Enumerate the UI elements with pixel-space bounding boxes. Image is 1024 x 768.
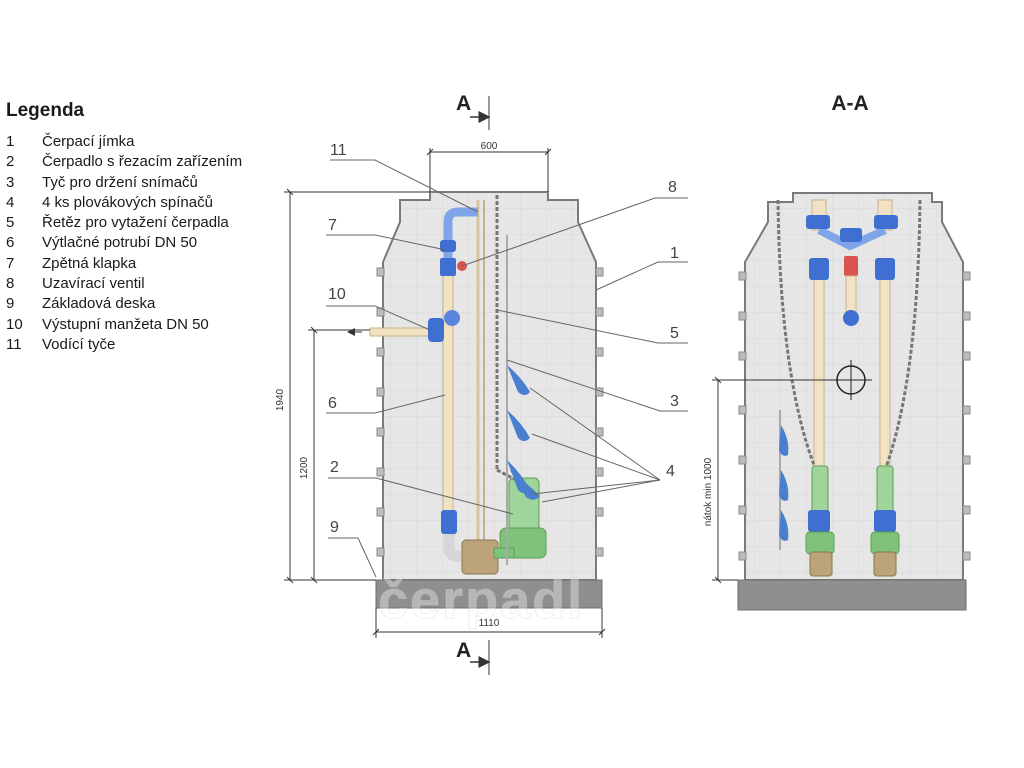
legend-item-label: Řetěz pro vytažení čerpadla	[42, 214, 229, 232]
sump-tank-section	[744, 192, 964, 581]
legend-item-number: 7	[6, 254, 15, 272]
float-switch	[507, 410, 530, 441]
tank-ribs	[376, 267, 604, 557]
section-aa-view: A-A	[703, 92, 971, 611]
callout-6: 6	[328, 395, 337, 412]
legend-list: 1 Čerpací jímka 2 Čerpadlo s řezacím zaříze…	[6, 132, 296, 355]
legend: Legenda 1 Čerpací jímka 2 Čerpadlo s řezací…	[6, 100, 296, 355]
pipe-coupling	[440, 240, 456, 252]
dim-inlet-height: nátok min 1000	[703, 457, 714, 526]
central-valve	[844, 256, 858, 276]
legend-item: 6 Výtlačné potrubí DN 50	[6, 233, 296, 253]
float-switch	[507, 365, 530, 395]
discharge-pipe	[442, 261, 454, 525]
central-gauge	[843, 310, 859, 326]
legend-item: 2 Čerpadlo s řezacím zařízením	[6, 152, 296, 172]
tank-ribs-section	[738, 271, 971, 561]
watermark: čerpadl	[378, 570, 584, 630]
legend-item-label: Čerpadlo s řezacím zařízením	[42, 153, 243, 171]
callout-7: 7	[328, 217, 337, 234]
legend-item-number: 1	[6, 133, 15, 150]
sump-tank	[382, 191, 597, 581]
pipe-elbow-bottom	[443, 534, 485, 562]
legend-item-number: 5	[6, 214, 15, 232]
legend-item-label: Základová deska	[42, 295, 156, 313]
base-plate	[375, 579, 603, 609]
legend-item-number: 10	[6, 315, 23, 333]
legend-item-number: 4	[6, 193, 15, 211]
float-switch	[779, 425, 789, 456]
pump-foot	[461, 539, 499, 575]
legend-item: 8 Uzavírací ventil	[6, 274, 296, 294]
legend-item: 1 Čerpací jímka	[6, 132, 296, 152]
cut-mark-top: A	[456, 92, 471, 115]
section-title: A-A	[831, 92, 868, 115]
coupling-left	[809, 258, 829, 280]
side-section-view: A A 600 1940 1200 1110	[275, 92, 688, 675]
callout-8: 8	[668, 179, 677, 196]
check-valve	[440, 258, 456, 276]
legend-title: Legenda	[6, 100, 85, 121]
legend-item-number: 9	[6, 295, 15, 313]
legend-item-label: Čerpací jímka	[42, 133, 135, 150]
legend-item-label: Výtlačné potrubí DN 50	[42, 234, 198, 252]
pipe-bend-top	[443, 207, 478, 262]
callout-10: 10	[328, 286, 346, 303]
legend-item-number: 8	[6, 275, 15, 293]
legend-item: 5 Řetěz pro vytažení čerpadla	[6, 213, 296, 233]
legend-item: 9 Základová deska	[6, 294, 296, 314]
legend-item-label: 4 ks plovákových spínačů	[42, 193, 213, 211]
legend-item: 10 Výstupní manžeta DN 50	[6, 315, 296, 335]
legend-item-label: Tyč pro držení snímačů	[42, 173, 198, 191]
outlet-pipe	[369, 327, 433, 337]
legend-item-number: 11	[6, 335, 22, 353]
tee-left	[806, 215, 830, 229]
dim-top-width: 600	[481, 141, 498, 152]
callout-3: 3	[670, 393, 679, 410]
float-switch	[510, 470, 540, 500]
legend-item: 4 4 ks plovákových spínačů	[6, 193, 296, 213]
dim-outlet-height: 1200	[299, 456, 310, 479]
outlet-sleeve	[428, 318, 444, 342]
chain-left	[776, 199, 818, 471]
legend-item: 7 Zpětná klapka	[6, 254, 296, 274]
central-pipe	[845, 275, 857, 313]
float-switch	[779, 510, 789, 541]
pipe-coupling-low	[441, 510, 457, 534]
legend-item-label: Vodící tyče	[42, 335, 116, 353]
chain-right	[883, 199, 922, 471]
legend-item: 11 Vodící tyče	[6, 335, 296, 355]
outlet-flange	[444, 310, 460, 326]
legend-item-number: 6	[6, 234, 15, 252]
cut-mark-bottom: A	[456, 639, 471, 662]
base-plate-section	[737, 579, 967, 611]
callout-9: 9	[330, 519, 339, 536]
legend-item-label: Výstupní manžeta DN 50	[42, 315, 209, 333]
legend-item-number: 2	[6, 153, 15, 171]
callout-1: 1	[670, 245, 679, 262]
pump-right	[870, 465, 900, 577]
pump-left	[805, 465, 835, 577]
float-switch	[779, 470, 789, 501]
legend-item: 3 Tyč pro držení snímačů	[6, 173, 296, 193]
legend-item-label: Zpětná klapka	[42, 254, 137, 272]
callout-5: 5	[670, 325, 679, 342]
tee-right	[874, 215, 898, 229]
coupling-right	[875, 258, 895, 280]
legend-item-label: Uzavírací ventil	[42, 275, 145, 293]
dim-total-height: 1940	[275, 388, 286, 411]
callout-11: 11	[330, 142, 347, 159]
callout-4: 4	[666, 463, 675, 480]
dim-base-width: 1110	[479, 618, 500, 629]
callout-2: 2	[330, 459, 339, 476]
tee-center	[840, 228, 862, 242]
legend-item-number: 3	[6, 173, 15, 191]
